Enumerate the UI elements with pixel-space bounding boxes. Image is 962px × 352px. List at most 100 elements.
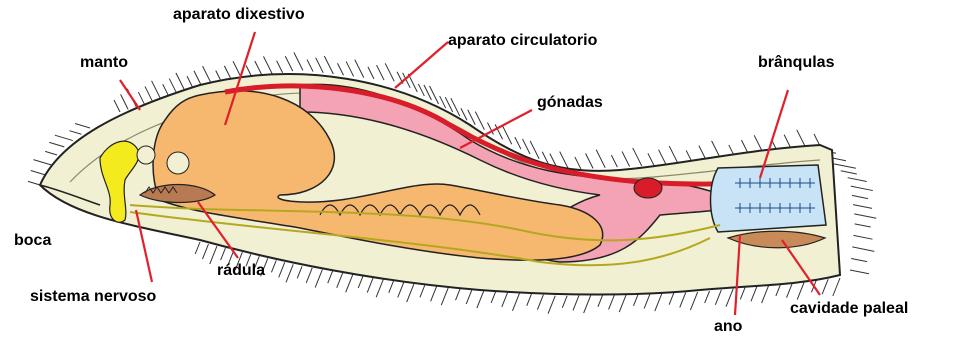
spine: [337, 63, 343, 75]
heart: [634, 178, 662, 198]
spine: [740, 287, 745, 299]
spine: [850, 270, 869, 274]
spine: [852, 195, 868, 198]
spine: [138, 92, 144, 104]
spine: [456, 288, 461, 300]
spine: [854, 214, 876, 218]
spine: [669, 146, 678, 164]
label-manto: manto: [80, 54, 128, 72]
spine: [69, 131, 81, 135]
spine: [548, 296, 555, 314]
spine: [468, 110, 476, 125]
spine: [848, 178, 867, 182]
spine: [851, 258, 867, 261]
spine: [852, 247, 874, 251]
spine: [669, 293, 674, 305]
spine: [431, 286, 437, 301]
spine: [297, 266, 302, 278]
spine: [210, 246, 217, 264]
spine: [45, 151, 57, 155]
spine: [633, 148, 642, 166]
spine: [294, 52, 303, 70]
spine: [644, 293, 650, 308]
spine: [441, 287, 448, 305]
label-radula: rádula: [217, 262, 265, 280]
spine: [466, 289, 472, 304]
spine: [648, 153, 654, 165]
spine: [316, 58, 324, 73]
spine: [377, 65, 385, 80]
spine: [797, 130, 806, 148]
spine: [376, 279, 383, 297]
spine: [751, 286, 757, 301]
spine: [194, 71, 202, 86]
label-aparato-circulatorio: aparato circulatorio: [448, 32, 597, 50]
spine: [515, 137, 521, 149]
spine: [145, 86, 153, 101]
spine: [461, 108, 467, 120]
spine: [655, 293, 662, 311]
spine: [584, 295, 591, 313]
spine: [195, 242, 200, 254]
label-boca: boca: [14, 232, 51, 250]
spine: [420, 285, 425, 297]
spine: [853, 205, 872, 209]
spine: [622, 152, 630, 167]
spine: [203, 66, 212, 84]
spine: [503, 126, 512, 144]
spine: [440, 96, 446, 108]
label-sistema-nervoso: sistema nervoso: [30, 288, 156, 306]
spine: [787, 283, 793, 298]
spine: [358, 276, 363, 288]
spine: [477, 290, 484, 308]
spine: [855, 224, 871, 227]
spine: [315, 270, 322, 288]
spine: [430, 86, 439, 104]
statocyst-left: [137, 146, 155, 164]
spine: [367, 278, 373, 293]
spine: [527, 294, 532, 306]
spine: [537, 295, 543, 310]
label-aparato-dixestivo: aparato dixestivo: [173, 6, 305, 24]
spine: [346, 274, 353, 292]
spine: [705, 291, 710, 303]
pointer-manto: [120, 80, 140, 110]
spine: [271, 260, 276, 272]
spine: [851, 186, 873, 190]
spine: [822, 279, 828, 294]
spine: [573, 295, 579, 310]
spine: [598, 295, 603, 307]
label-ano: ano: [714, 318, 742, 336]
spine: [307, 60, 313, 72]
spine: [502, 292, 508, 307]
spine: [715, 290, 721, 305]
spine: [726, 289, 733, 307]
spine: [611, 155, 617, 167]
spine: [114, 100, 120, 112]
spine: [762, 285, 769, 303]
spine: [797, 282, 804, 300]
label-gonadas: gónadas: [537, 94, 603, 112]
spine: [328, 271, 333, 283]
spine: [680, 292, 686, 307]
spine: [834, 164, 856, 168]
spine: [28, 181, 40, 185]
spine: [491, 291, 496, 303]
spine: [152, 81, 161, 99]
spine: [263, 56, 272, 74]
spine: [33, 160, 51, 165]
spine: [337, 273, 343, 288]
spine: [542, 152, 548, 164]
statocyst-right: [167, 152, 189, 174]
spine: [55, 135, 73, 140]
spine: [841, 171, 857, 174]
spine: [619, 294, 626, 312]
label-cavidade-paleal: cavidade paleal: [790, 300, 908, 318]
spine: [634, 294, 639, 306]
spine: [389, 281, 394, 293]
spine: [523, 139, 531, 154]
gills: [711, 165, 827, 232]
spine: [277, 61, 283, 73]
spine: [324, 56, 333, 74]
spine: [368, 67, 374, 79]
